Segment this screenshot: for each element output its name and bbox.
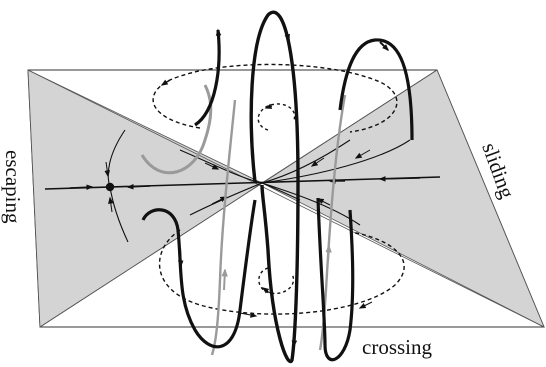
lower-inner-spiral — [258, 267, 295, 295]
black-trajectory-lower-left — [141, 199, 257, 349]
grey-trajectory-middle — [210, 99, 237, 356]
black-trajectory-upper-left — [194, 28, 222, 127]
black-trajectory-central-loop — [249, 10, 300, 364]
label-crossing: crossing — [362, 335, 432, 359]
grey-trajectory-left — [140, 84, 213, 175]
label-escaping: escaping — [1, 150, 25, 224]
black-trajectory-lower-right — [316, 197, 355, 362]
black-trajectory-upper-right — [338, 38, 414, 141]
upper-dashed-spiral — [152, 63, 398, 133]
lower-dashed-spiral — [158, 229, 405, 315]
